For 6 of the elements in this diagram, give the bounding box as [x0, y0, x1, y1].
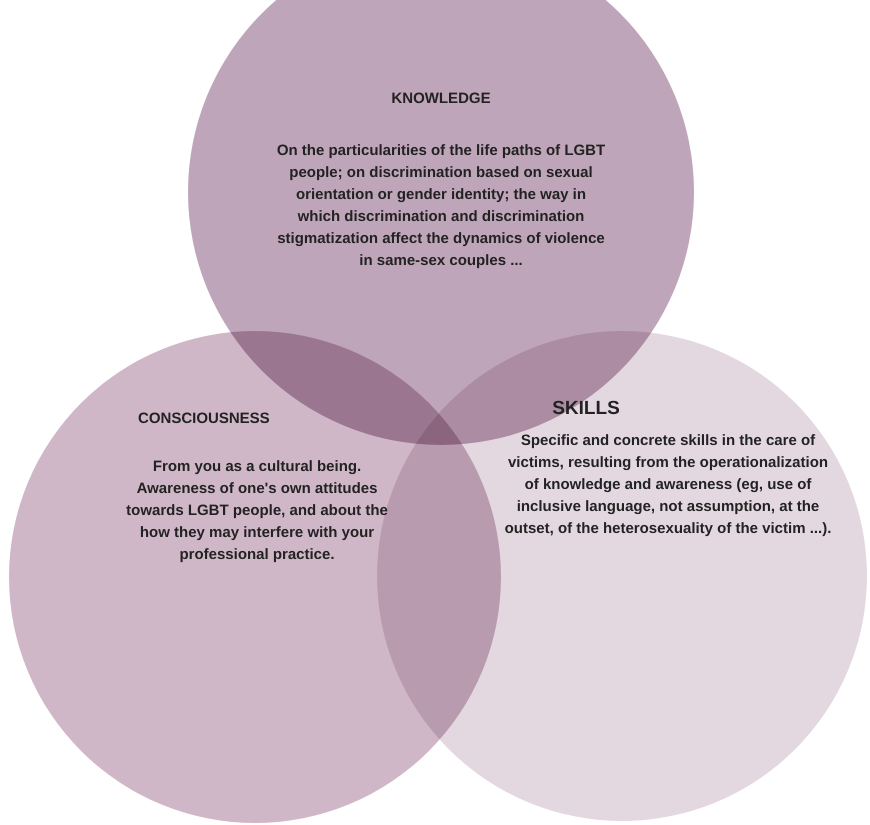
circle-heading: SKILLS — [551, 398, 621, 420]
circle-heading: KNOWLEDGE — [390, 89, 492, 109]
circle-description: Specific and concrete skills in the care of victims, resulting from the operationalization of knowledge and awareness (eg, use of inclusive language, not assumption, at the outset, of the heterosexuality of the victim ...). — [504, 431, 832, 539]
circle-description: On the particularities of the life paths of LGBT people; on discrimination based on sexual orientation or gender identity; the way in which discrimination and discrimination stigmatization affect the dynamics of violence in same-sex couples ... — [276, 141, 606, 271]
circle-description: From you as a cultural being. Awareness of one's own attitudes towards LGBT people, and about the how they may interfere with your professional practice. — [126, 457, 388, 565]
circle-heading: CONSCIOUSNESS — [138, 409, 271, 429]
